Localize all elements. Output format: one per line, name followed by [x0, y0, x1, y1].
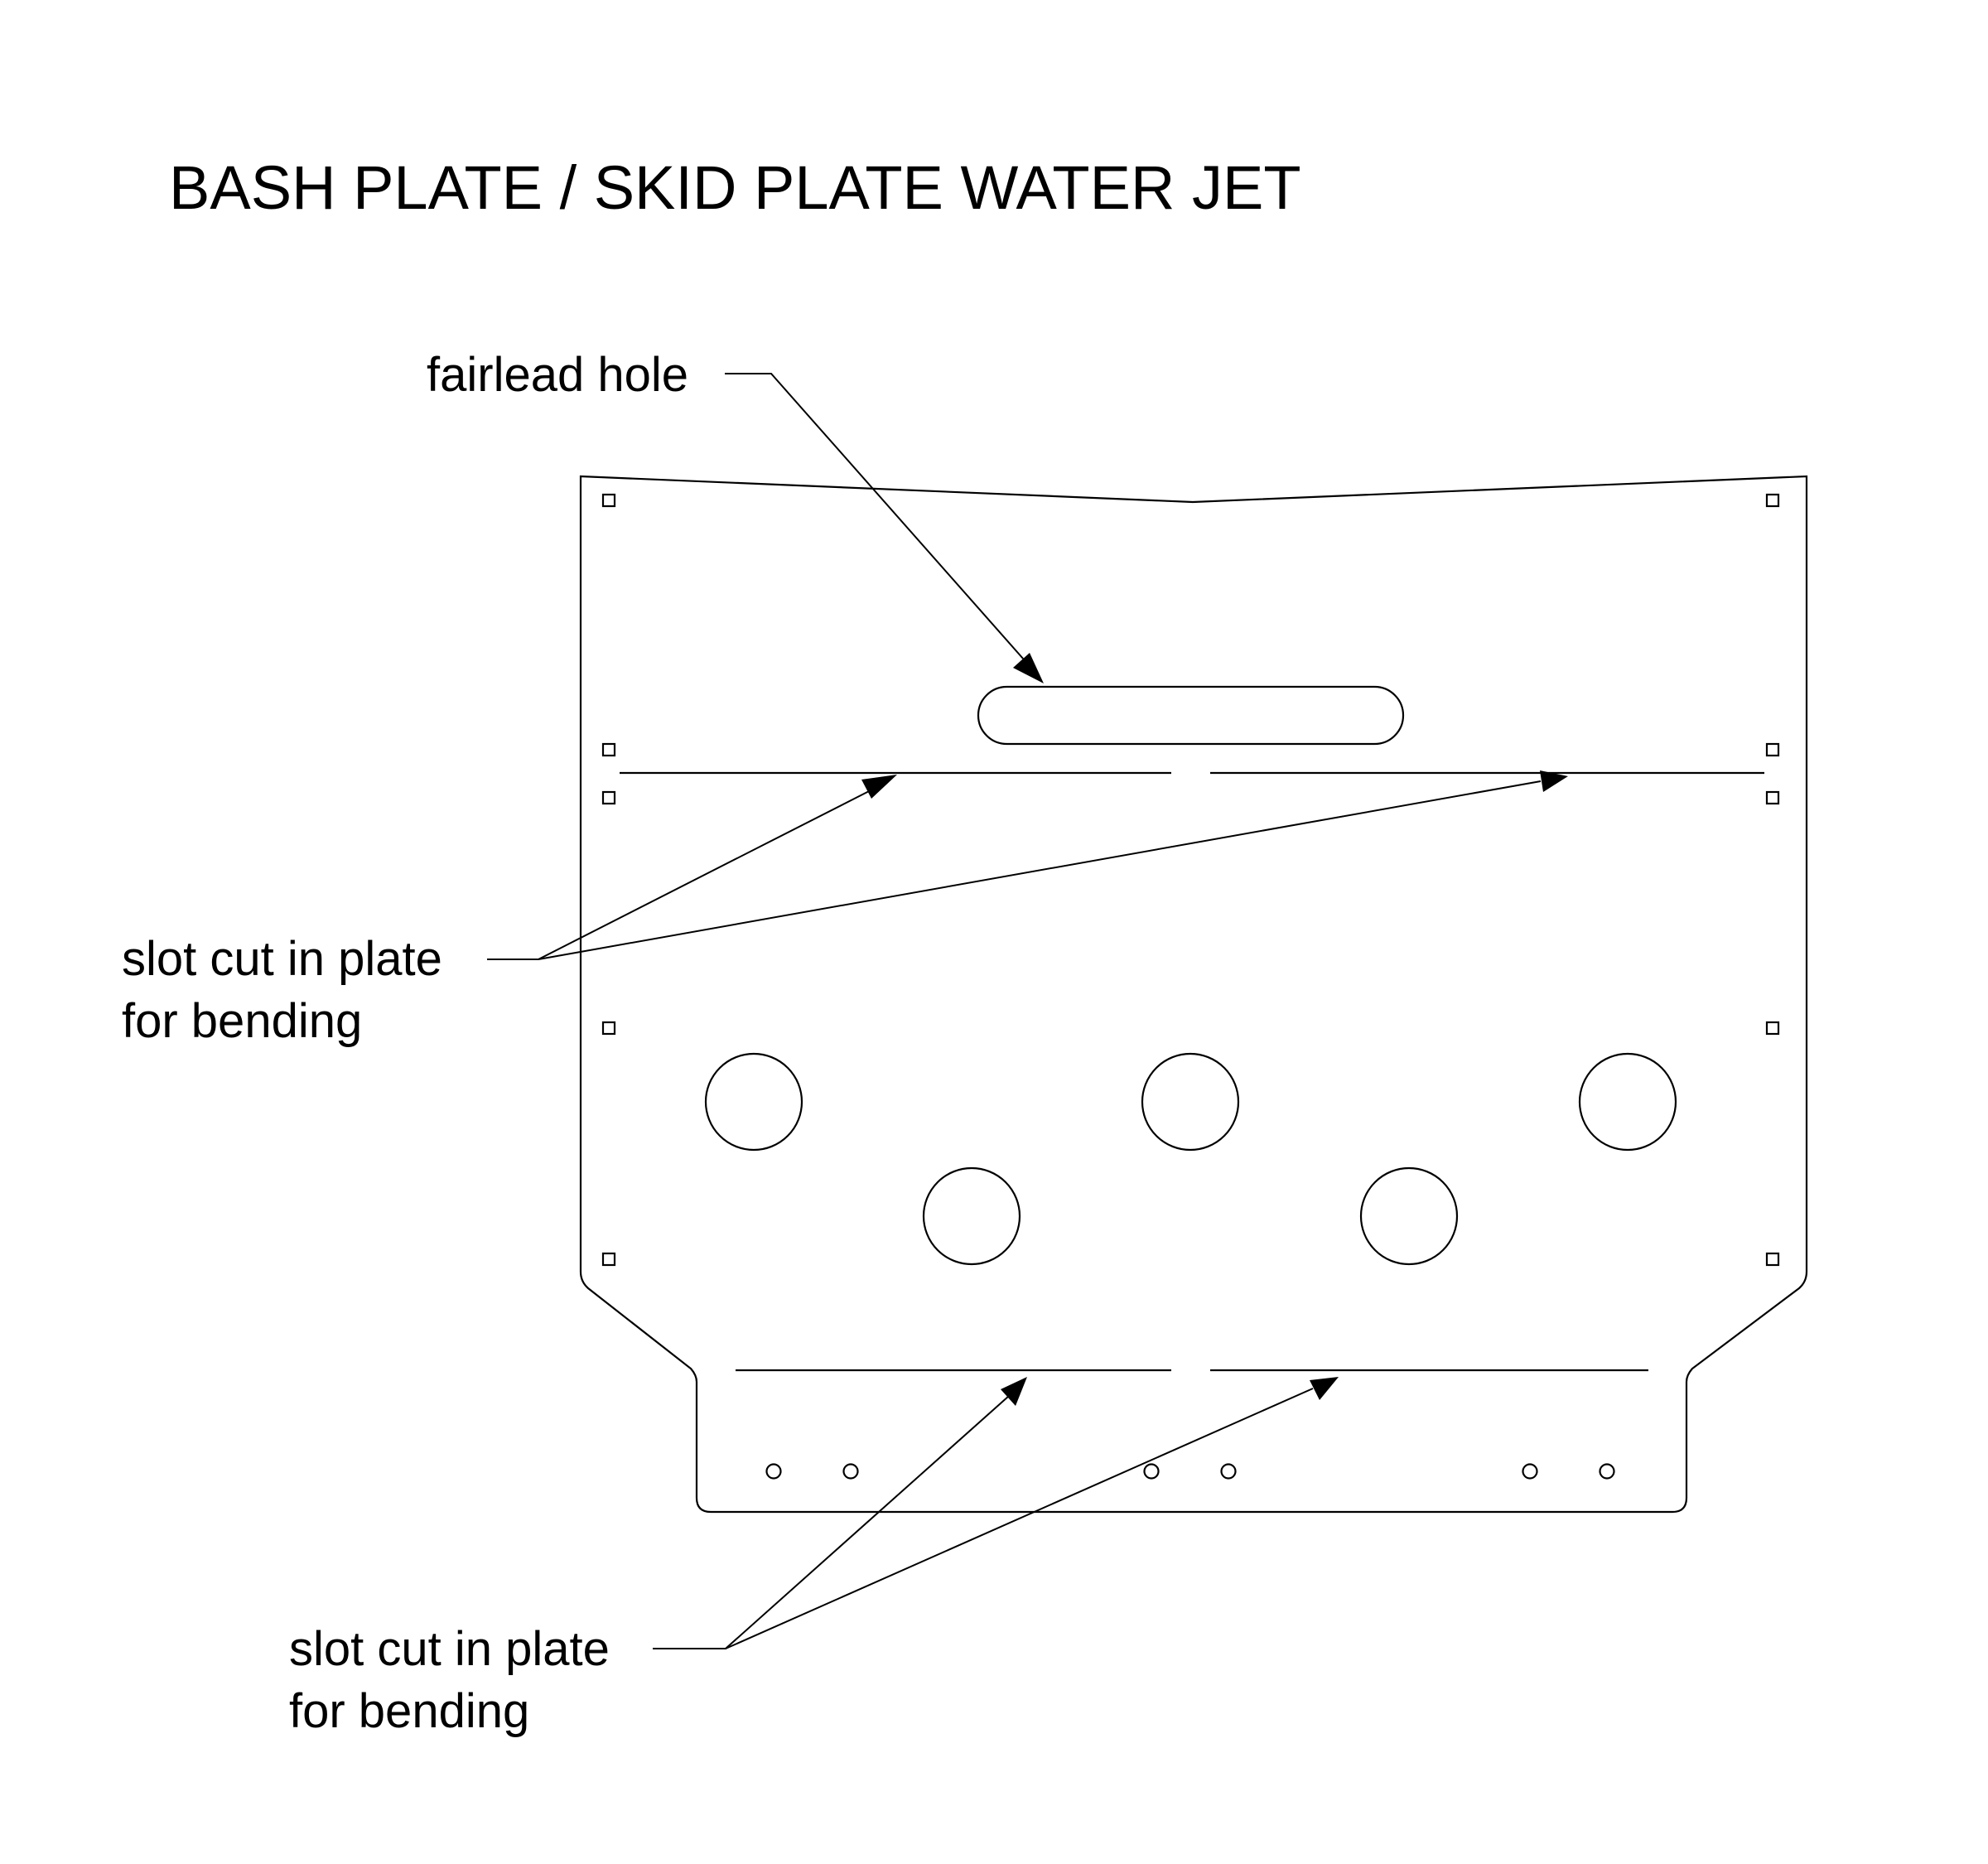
- square-hole: [1765, 742, 1780, 757]
- large-hole: [1141, 1052, 1240, 1152]
- fairlead-hole: [977, 685, 1405, 746]
- square-hole: [601, 790, 616, 805]
- square-hole: [601, 1252, 616, 1267]
- square-holes-right: [1765, 493, 1780, 1267]
- small-hole: [1599, 1463, 1615, 1480]
- square-hole: [1765, 790, 1780, 805]
- upper-slot-arrowhead-right: [1540, 770, 1568, 792]
- small-hole: [1522, 1463, 1538, 1480]
- large-hole: [704, 1052, 803, 1152]
- square-hole: [601, 1021, 616, 1036]
- fairlead-leader-line: [725, 373, 1030, 667]
- square-hole: [1765, 1252, 1780, 1267]
- upper-slot-arrowhead-left: [861, 775, 897, 799]
- large-hole: [922, 1166, 1021, 1266]
- small-round-holes: [765, 1463, 1615, 1480]
- square-hole: [1765, 493, 1780, 508]
- lower-slot-leader-left: [653, 1395, 1010, 1649]
- small-hole: [1220, 1463, 1237, 1480]
- upper-slot-label-line2: for bending: [122, 994, 362, 1048]
- fairlead-label: fairlead hole: [427, 348, 688, 402]
- square-holes-left: [601, 493, 616, 1267]
- lower-slot-callout: slot cut in plate for bending: [289, 1377, 1339, 1738]
- large-round-holes: [704, 1052, 1677, 1266]
- upper-slot-leader-right: [538, 780, 1542, 960]
- upper-slot-callout: slot cut in plate for bending: [122, 770, 1568, 1048]
- drawing-title: BASH PLATE / SKID PLATE WATER JET: [169, 153, 1301, 222]
- fairlead-callout: fairlead hole: [427, 348, 1044, 683]
- lower-slot-label-line1: slot cut in plate: [289, 1622, 610, 1676]
- large-hole: [1359, 1166, 1459, 1266]
- lower-slot-arrowhead-left: [1001, 1377, 1027, 1406]
- upper-slot-label-line1: slot cut in plate: [122, 932, 442, 986]
- lower-slot-leader-right: [725, 1388, 1314, 1649]
- small-hole: [1143, 1463, 1160, 1480]
- square-hole: [601, 742, 616, 757]
- plate-outline: [579, 475, 1808, 1514]
- fairlead-arrowhead: [1013, 653, 1044, 683]
- small-hole: [842, 1463, 859, 1480]
- lower-slot-arrowhead-right: [1310, 1377, 1339, 1400]
- lower-slot-label-line2: for bending: [289, 1684, 529, 1738]
- square-hole: [601, 493, 616, 508]
- large-hole: [1578, 1052, 1677, 1152]
- small-hole: [765, 1463, 782, 1480]
- square-hole: [1765, 1021, 1780, 1036]
